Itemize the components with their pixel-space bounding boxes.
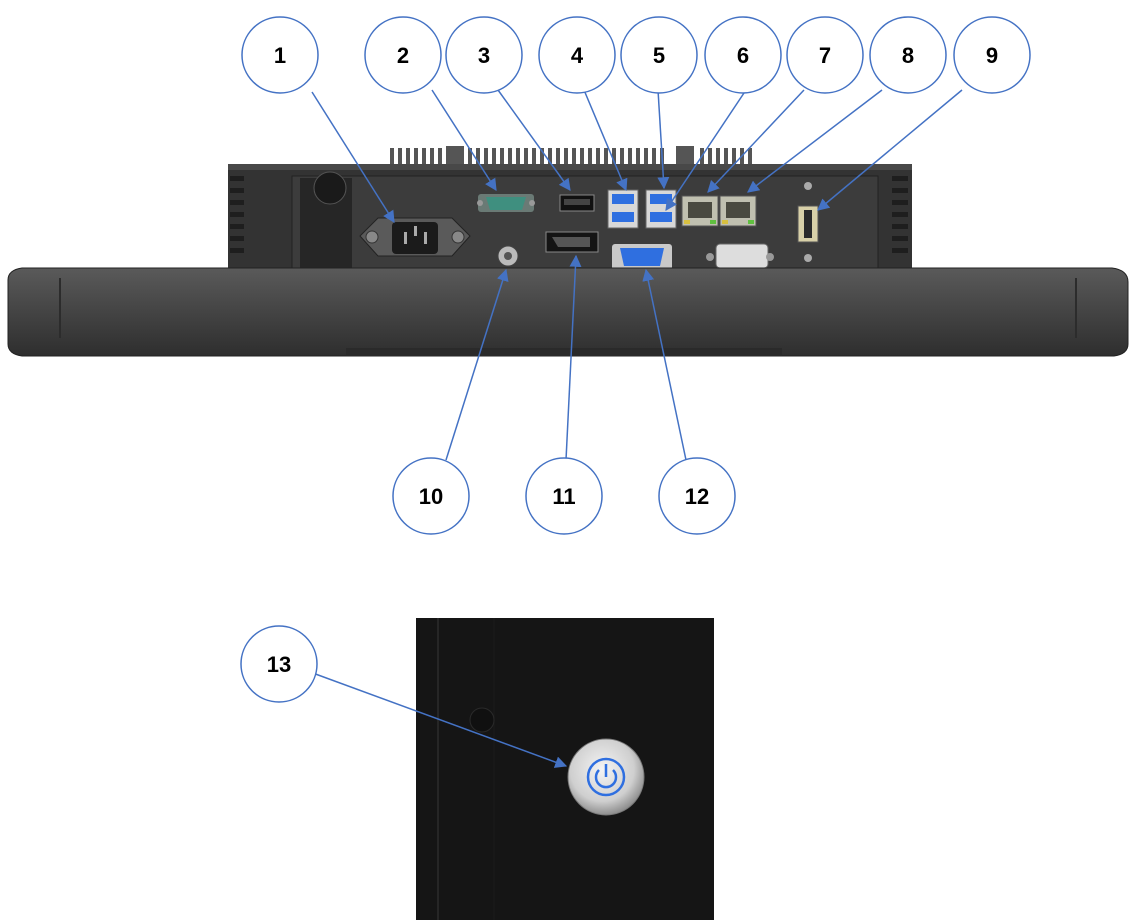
vga-port <box>612 244 672 270</box>
callout-10: 10 <box>392 457 470 535</box>
callout-label-2: 2 <box>397 43 409 68</box>
device-rear-view <box>7 146 1129 357</box>
hdmi-port <box>559 194 595 212</box>
callout-13: 13 <box>240 625 318 703</box>
usb-port-4 <box>607 189 639 229</box>
callout-label-7: 7 <box>819 43 831 68</box>
callout-12: 12 <box>658 457 736 535</box>
callout-4: 4 <box>538 16 616 94</box>
callout-label-4: 4 <box>571 43 584 68</box>
displayport <box>545 231 599 253</box>
callouts: 1 2 3 4 5 6 7 8 <box>240 16 1031 703</box>
callout-11: 11 <box>525 457 603 535</box>
callout-label-1: 1 <box>274 43 286 68</box>
power-icon <box>586 757 626 797</box>
heatsink-fins <box>390 146 752 164</box>
callout-5: 5 <box>620 16 698 94</box>
lan-port-2 <box>719 195 757 227</box>
callout-label-9: 9 <box>986 43 998 68</box>
callout-label-6: 6 <box>737 43 749 68</box>
callout-7: 7 <box>786 16 864 94</box>
callout-label-3: 3 <box>478 43 490 68</box>
callout-label-13: 13 <box>267 652 291 677</box>
lan-port-1 <box>681 195 719 227</box>
callout-8: 8 <box>869 16 947 94</box>
usb-port-vertical <box>797 182 819 262</box>
callout-label-8: 8 <box>902 43 914 68</box>
callout-label-10: 10 <box>419 484 443 509</box>
com-port <box>477 194 535 212</box>
power-button <box>567 738 645 816</box>
callout-label-11: 11 <box>552 484 575 509</box>
callout-1: 1 <box>241 16 319 94</box>
callout-6: 6 <box>704 16 782 94</box>
callout-2: 2 <box>364 16 442 94</box>
callout-label-5: 5 <box>653 43 665 68</box>
callout-3: 3 <box>445 16 523 94</box>
side-panel <box>416 618 714 920</box>
dc-connector <box>497 245 519 267</box>
usb-port-5-6 <box>645 189 677 229</box>
callout-9: 9 <box>953 16 1031 94</box>
ac-power-inlet <box>300 171 471 270</box>
leader-lines <box>309 89 963 768</box>
front-bezel <box>7 267 1129 357</box>
callout-label-12: 12 <box>685 484 709 509</box>
